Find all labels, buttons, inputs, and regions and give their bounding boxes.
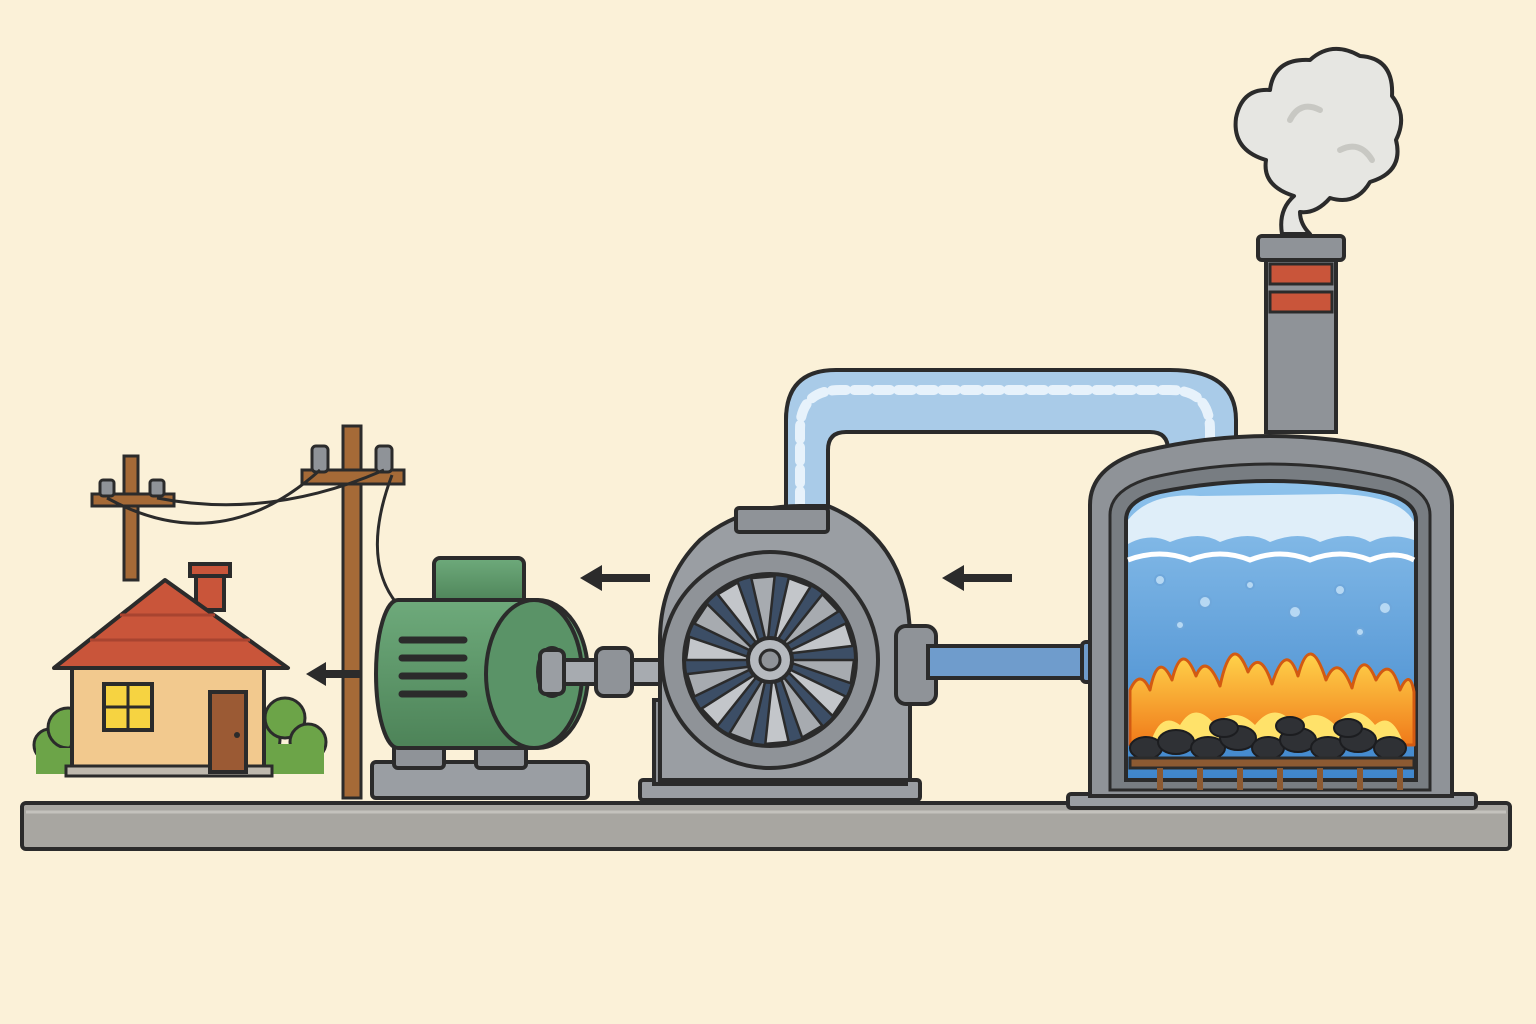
smoke-cloud-icon — [1236, 49, 1402, 234]
turbine-icon — [640, 506, 936, 800]
boiler-icon — [1068, 436, 1476, 808]
door-icon — [210, 692, 246, 772]
roof — [54, 564, 288, 668]
feed-pipe — [928, 642, 1104, 682]
flow-arrow-to-generator-icon — [580, 565, 650, 591]
window-icon — [104, 684, 152, 730]
chimney-icon — [1258, 236, 1344, 432]
flow-arrow-to-turbine-icon — [942, 565, 1012, 591]
house-icon — [34, 564, 326, 776]
